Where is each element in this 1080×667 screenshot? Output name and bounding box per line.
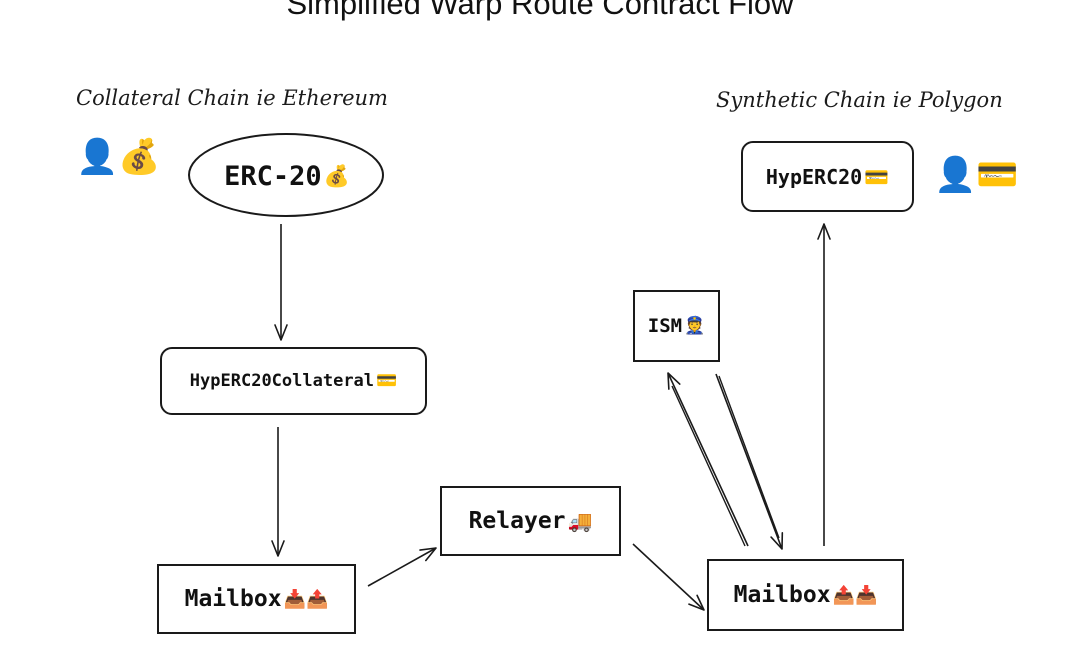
synthetic-mailbox-node: Mailbox📤📥	[707, 559, 904, 631]
money-bag-icon: 💰	[323, 163, 350, 188]
erc20-ellipse	[188, 133, 384, 217]
hyperc20-collateral-node: HypERC20Collateral💳	[160, 347, 427, 415]
outbox-inbox-icon: 📤📥	[832, 584, 878, 606]
synthetic-chain-label: Synthetic Chain ie Polygon	[716, 88, 1003, 112]
person-icon: 👤	[76, 137, 119, 177]
ism-node: ISM👮	[633, 290, 720, 362]
police-officer-icon: 👮	[684, 316, 706, 336]
inbox-outbox-icon: 📥📤	[283, 588, 329, 610]
erc20-node: ERC-20💰	[190, 136, 384, 216]
collateral-user: 👤💰	[76, 140, 161, 174]
collateral-mailbox-node: Mailbox📥📤	[157, 564, 356, 634]
hyperc20-collateral-label: HypERC20Collateral	[189, 371, 375, 391]
mailbox-label: Mailbox	[733, 582, 831, 608]
credit-card-icon: 💳	[376, 371, 398, 391]
arrow-ism-to-mailbox-2	[718, 375, 780, 539]
credit-card-icon: 💳	[864, 164, 890, 189]
hyperc20-label: HypERC20	[765, 164, 863, 189]
mailbox-label: Mailbox	[184, 586, 282, 612]
ism-label: ISM	[647, 315, 683, 337]
diagram-title: Simplified Warp Route Contract Flow	[286, 0, 794, 21]
collateral-chain-label: Collateral Chain ie Ethereum	[76, 86, 388, 110]
money-bag-icon: 💰	[118, 137, 161, 177]
arrow-mailbox-to-ism	[667, 372, 749, 547]
arrow-ism-to-mailbox	[715, 373, 784, 550]
erc20-label: ERC-20	[224, 160, 322, 192]
relayer-node: Relayer🚚	[440, 486, 621, 556]
credit-card-icon: 💳	[976, 155, 1019, 195]
arrow-mailbox-to-relayer	[367, 547, 437, 587]
arrow-relayer-to-mailbox	[632, 543, 705, 611]
arrow-mailbox-to-ism-2	[671, 385, 746, 547]
truck-icon: 🚚	[567, 509, 593, 533]
person-icon: 👤	[934, 155, 977, 195]
synthetic-user: 👤💳	[934, 158, 1019, 192]
hyperc20-node: HypERC20💳	[741, 141, 914, 212]
relayer-label: Relayer	[468, 508, 566, 534]
